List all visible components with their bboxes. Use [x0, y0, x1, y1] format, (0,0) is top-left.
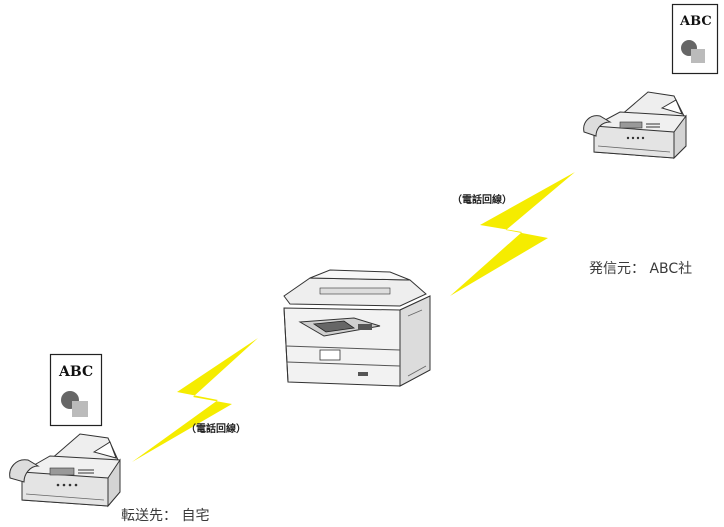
document-icon-bottom: ABC	[49, 353, 103, 427]
multifunction-printer-icon	[283, 269, 431, 387]
sender-label: 発信元： ABC社	[589, 261, 693, 277]
document-icon-top: ABC	[671, 3, 719, 75]
phone-line-label-bottom: （電話回線）	[186, 424, 246, 435]
phone-line-label-top: （電話回線）	[452, 195, 512, 206]
document-text-bottom: ABC	[59, 364, 94, 380]
fax-machine-icon-receiver	[9, 433, 121, 508]
document-text-top: ABC	[680, 14, 712, 29]
forward-to-label: 転送先： 自宅	[121, 508, 210, 524]
fax-machine-icon-sender	[583, 91, 687, 160]
